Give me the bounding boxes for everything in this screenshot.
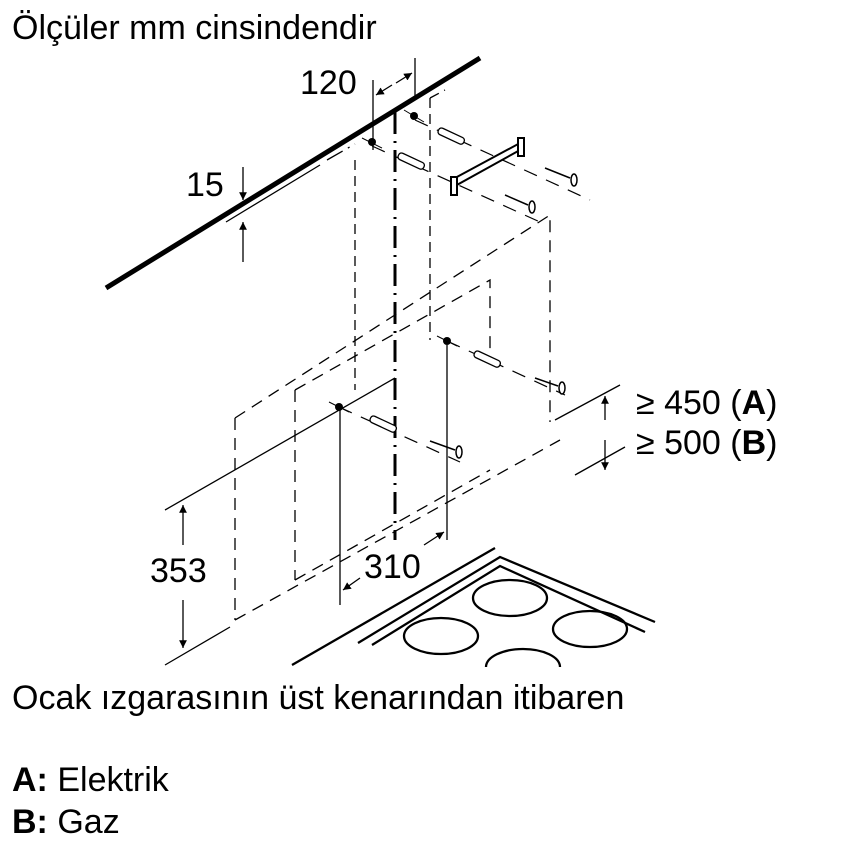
- min-height-gas-label: ≥ 500 (B): [636, 424, 778, 462]
- mounting-bracket-icon: [450, 137, 525, 196]
- dimension-310-arrows: [342, 531, 445, 591]
- dimension-353-label: 353: [150, 552, 207, 590]
- min-height-electric-label: ≥ 450 (A): [636, 384, 778, 422]
- legend-item-electric: A: Elektrik: [12, 761, 169, 799]
- wall-plug-icon: [369, 127, 502, 433]
- dimension-15-label: 15: [186, 166, 224, 204]
- screw-icon: [429, 167, 578, 459]
- dimension-310-label: 310: [364, 548, 421, 586]
- dimension-120-label: 120: [300, 64, 357, 102]
- measurement-reference-caption: Ocak ızgarasının üst kenarından itibaren: [12, 679, 625, 717]
- hob-icon: [291, 547, 656, 668]
- drill-hole-icon: [328, 109, 458, 413]
- ceiling-line: [104, 55, 482, 291]
- electric-letter: A: [741, 384, 767, 422]
- legend-item-gas: B: Gaz: [12, 803, 120, 841]
- gas-letter: B: [741, 424, 767, 462]
- units-note-title: Ölçüler mm cinsindendir: [12, 9, 377, 47]
